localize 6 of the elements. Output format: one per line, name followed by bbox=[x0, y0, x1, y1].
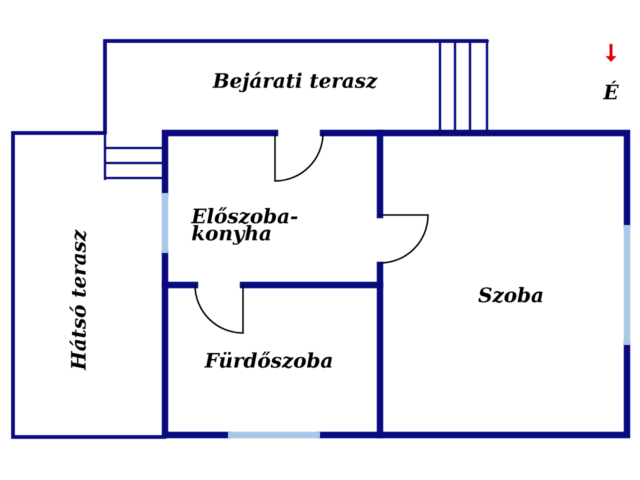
compass-letter: É bbox=[602, 80, 619, 100]
room-label: Szoba bbox=[478, 287, 542, 303]
room-label: Hátsó terasz bbox=[70, 230, 86, 371]
room-label: Bejárati terasz bbox=[212, 72, 378, 92]
room-label: Fürdőszoba bbox=[204, 352, 332, 368]
room-label: Előszoba-konyha bbox=[190, 207, 298, 245]
